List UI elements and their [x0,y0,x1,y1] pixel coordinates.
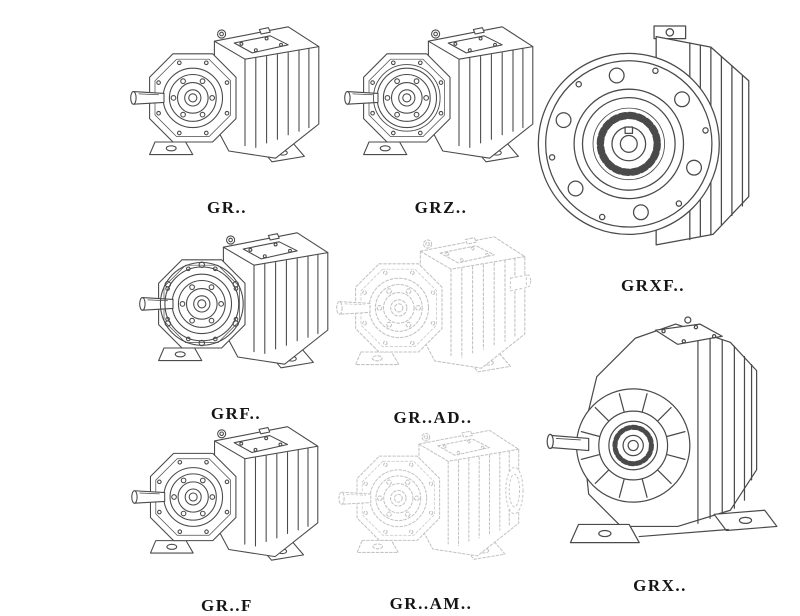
figure-label-gr-f: GR..F [201,596,253,615]
figure-label-grz: GRZ.. [414,198,468,217]
figure-grxf: GRXF.. [532,18,774,296]
gr-f-gearbox-drawing [131,426,319,561]
figure-gr-f: GR..F [124,416,330,616]
figure-label-grxf: GRXF.. [620,276,686,295]
figure-label-gr-am: GR..AM.. [389,594,473,613]
gr-gearbox-drawing [130,26,320,163]
grxf-gearbox-drawing [532,18,774,274]
grf-gearbox-drawing [139,232,329,369]
gr-am-gearbox-drawing [338,429,524,560]
gr-ad-gearbox-drawing [336,236,532,373]
figure-grx: GRX.. [534,316,786,596]
figure-label-grx: GRX.. [633,576,687,595]
figure-grz: GRZ.. [338,16,544,218]
figure-label-gr: GR.. [207,198,247,217]
figure-gr: GR.. [124,16,330,218]
figure-gr-ad: GR..AD.. [326,226,540,428]
figure-grf: GRF.. [130,222,342,424]
grx-gearbox-drawing [535,316,785,574]
figure-label-grf: GRF.. [210,404,262,423]
grz-gearbox-drawing [344,26,534,163]
figure-label-gr-ad: GR..AD.. [393,408,473,427]
figure-gr-am: GR..AM.. [324,420,538,614]
